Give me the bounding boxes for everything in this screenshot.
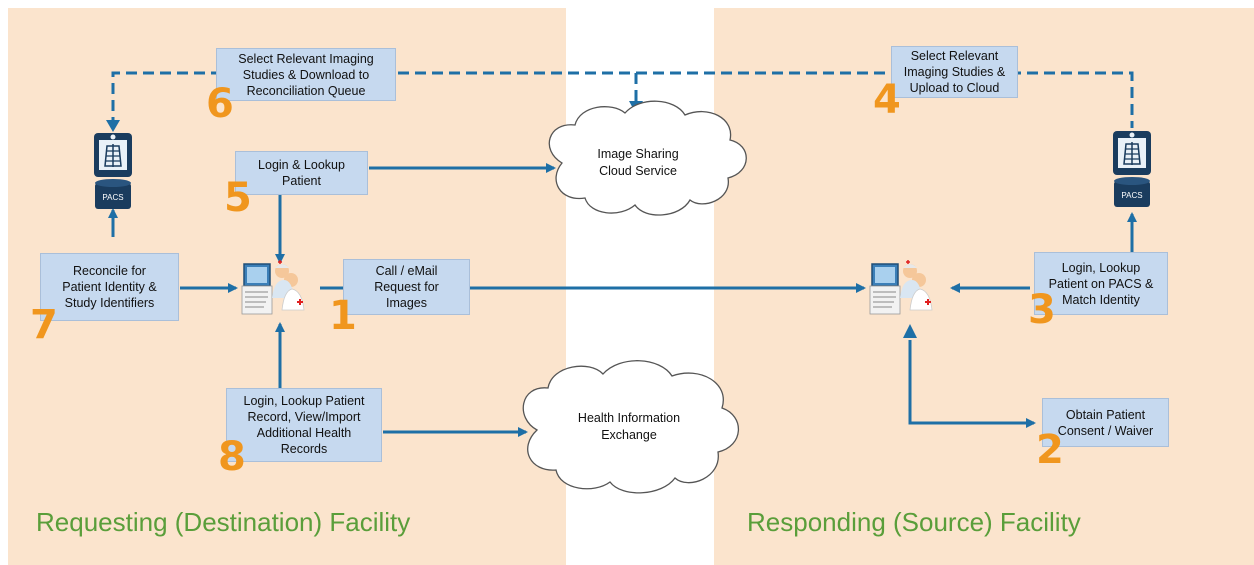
step-2-box: Obtain Patient Consent / Waiver xyxy=(1042,398,1169,447)
step-1-box: Call / eMail Request for Images xyxy=(343,259,470,315)
pacs-left-label: PACS xyxy=(102,193,123,202)
arrow-down-to-left-pacs xyxy=(106,120,120,132)
step-4-number: 4 xyxy=(873,77,901,123)
step-3-box: Login, Lookup Patient on PACS & Match Id… xyxy=(1034,252,1168,315)
step-7-box: Reconcile for Patient Identity & Study I… xyxy=(40,253,179,321)
step-4-text: Select Relevant Imaging Studies & Upload… xyxy=(903,49,1006,95)
clinician-workstation-icon-left xyxy=(241,260,305,315)
step-8-number: 8 xyxy=(218,434,246,480)
step-6-box: Select Relevant Imaging Studies & Downlo… xyxy=(216,48,396,101)
step-5-number: 5 xyxy=(224,175,252,221)
step-1-number: 1 xyxy=(329,293,357,339)
pacs-left-icon xyxy=(94,133,132,209)
step-7-text: Reconcile for Patient Identity & Study I… xyxy=(62,264,157,310)
step-3-text: Login, Lookup Patient on PACS & Match Id… xyxy=(1048,260,1154,307)
arrow-consent-up-head xyxy=(903,324,917,338)
dashed-cloud-path xyxy=(111,71,1134,128)
step-5-box: Login & Lookup Patient xyxy=(235,151,368,195)
step-1-text: Call / eMail Request for Images xyxy=(374,264,439,310)
step-8-text: Login, Lookup Patient Record, View/Impor… xyxy=(243,394,365,456)
image-sharing-cloud-shape xyxy=(548,100,747,216)
step-4-box: Select Relevant Imaging Studies & Upload… xyxy=(891,46,1018,98)
step-2-number: 2 xyxy=(1036,427,1064,473)
pacs-right-label: PACS xyxy=(1121,191,1142,200)
hie-cloud-shape xyxy=(522,360,740,494)
step-5-text: Login & Lookup Patient xyxy=(258,158,345,188)
step-3-number: 3 xyxy=(1028,287,1056,333)
image-sharing-cloud-label: Image Sharing Cloud Service xyxy=(597,147,679,178)
step-7-number: 7 xyxy=(30,302,58,348)
hie-cloud-label: Health Information Exchange xyxy=(577,411,681,442)
step-8-box: Login, Lookup Patient Record, View/Impor… xyxy=(226,388,382,462)
step-2-text: Obtain Patient Consent / Waiver xyxy=(1057,407,1154,438)
requesting-facility-label: Requesting (Destination) Facility xyxy=(36,507,411,537)
pacs-right-icon xyxy=(1113,131,1151,207)
arrow-consent xyxy=(908,340,1036,428)
clinician-workstation-icon-right xyxy=(869,260,933,315)
step-6-text: Select Relevant Imaging Studies & Downlo… xyxy=(238,51,374,98)
responding-facility-label: Responding (Source) Facility xyxy=(747,507,1081,537)
step-6-number: 6 xyxy=(206,81,234,127)
